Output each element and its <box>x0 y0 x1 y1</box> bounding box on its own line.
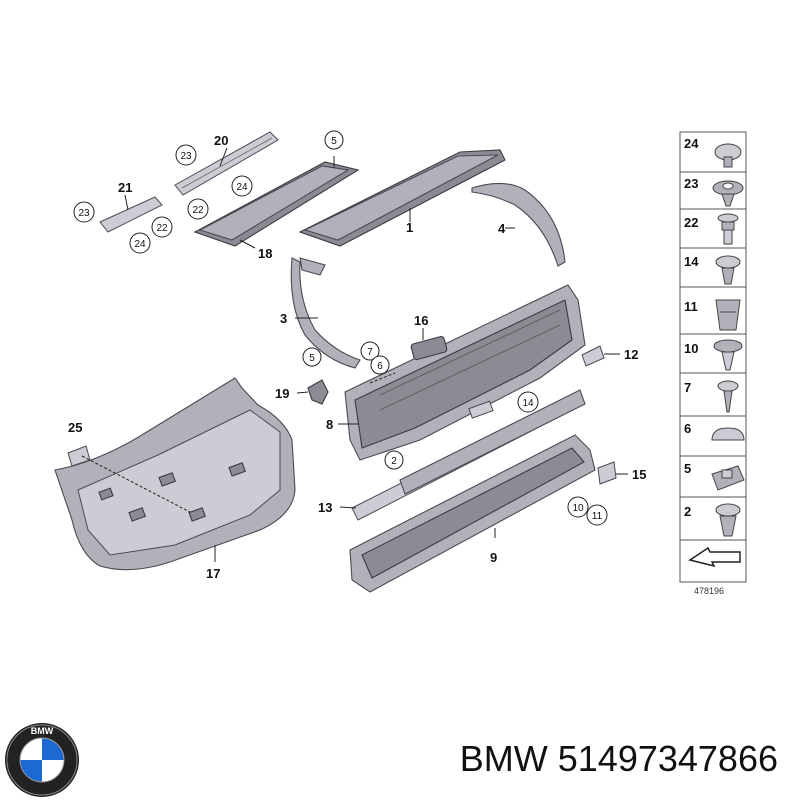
circled-callout-6: 6 <box>377 361 383 372</box>
spring-nut-icon <box>715 299 741 331</box>
circled-callout-23-left: 23 <box>78 208 90 219</box>
clip-nut-icon <box>711 465 745 491</box>
diagram-number: 478196 <box>694 586 724 596</box>
part-1-upper-panel <box>298 149 506 247</box>
push-rivet-icon <box>714 143 742 168</box>
legend-label-2: 2 <box>684 504 691 519</box>
circled-callout-22-left: 22 <box>156 223 168 234</box>
part-18-trim <box>193 161 360 247</box>
direction-arrow-icon <box>688 546 741 568</box>
circled-callout-23-top: 23 <box>180 151 192 162</box>
callout-8: 8 <box>326 417 333 432</box>
bmw-logo-letters: BMW <box>31 726 54 736</box>
plug-clip-icon <box>717 213 739 245</box>
part-16-handle <box>410 335 448 361</box>
part-25-clip <box>67 445 91 467</box>
callout-16: 16 <box>414 313 428 328</box>
circled-callout-2: 2 <box>391 456 397 467</box>
legend-label-6: 6 <box>684 421 691 436</box>
callout-20: 20 <box>214 133 228 148</box>
part-4-side-trim <box>471 182 566 267</box>
part-19-clip <box>307 379 329 405</box>
callout-1: 1 <box>406 220 413 235</box>
callout-13: 13 <box>318 500 332 515</box>
circled-callout-11: 11 <box>592 511 603 522</box>
brand-name: BMW <box>459 738 548 779</box>
part-8-inner-panel <box>344 284 586 461</box>
legend-label-23: 23 <box>684 176 698 191</box>
part-21-bracket <box>99 196 163 233</box>
callout-15: 15 <box>632 467 646 482</box>
part-20-bracket <box>174 131 279 196</box>
circled-callout-24-left: 24 <box>134 239 146 250</box>
callout-25: 25 <box>68 420 82 435</box>
circled-callouts: 5 5 7 6 2 14 10 11 23 24 22 23 22 24 <box>73 130 608 526</box>
part-9-scuff-plate <box>349 434 596 593</box>
part-17-large-trim <box>54 377 296 571</box>
fastener-legend: 24 23 22 14 11 10 <box>679 131 747 596</box>
callout-17: 17 <box>206 566 220 581</box>
screw-clip-icon <box>713 339 743 371</box>
circled-callout-7: 7 <box>367 347 373 358</box>
callout-19: 19 <box>275 386 289 401</box>
part-15-clip <box>597 461 617 485</box>
legend-label-14: 14 <box>684 254 699 269</box>
part-3-pillar-trim <box>290 257 361 369</box>
fir-tree-clip-icon <box>715 503 741 537</box>
callout-21: 21 <box>118 180 132 195</box>
legend-label-24: 24 <box>684 136 699 151</box>
tree-clip-icon <box>715 255 741 285</box>
circled-callout-24-top: 24 <box>236 182 248 193</box>
legend-label-10: 10 <box>684 341 698 356</box>
callout-12: 12 <box>624 347 638 362</box>
circled-callout-10: 10 <box>572 503 584 514</box>
screw-icon <box>717 380 739 413</box>
circled-callout-22-top: 22 <box>192 205 204 216</box>
legend-label-7: 7 <box>684 380 691 395</box>
callout-18: 18 <box>258 246 272 261</box>
circled-callout-5-top: 5 <box>331 136 337 147</box>
part-12-pad <box>581 345 605 367</box>
legend-label-11: 11 <box>684 299 698 314</box>
part-2-rail <box>399 389 586 495</box>
bmw-logo: BMW <box>5 723 79 797</box>
legend-label-5: 5 <box>684 461 691 476</box>
callout-3: 3 <box>280 311 287 326</box>
callout-labels: 1 3 4 8 9 12 13 15 16 17 18 19 20 21 25 <box>68 133 646 581</box>
expanding-clip-icon <box>712 180 744 207</box>
callout-9: 9 <box>490 550 497 565</box>
circled-callout-14: 14 <box>522 398 534 409</box>
legend-label-22: 22 <box>684 215 698 230</box>
part-number: 51497347866 <box>557 738 778 779</box>
leader-lines <box>81 147 628 562</box>
callout-4: 4 <box>498 221 506 236</box>
circled-callout-5-mid: 5 <box>309 353 315 364</box>
cap-icon <box>711 427 745 441</box>
